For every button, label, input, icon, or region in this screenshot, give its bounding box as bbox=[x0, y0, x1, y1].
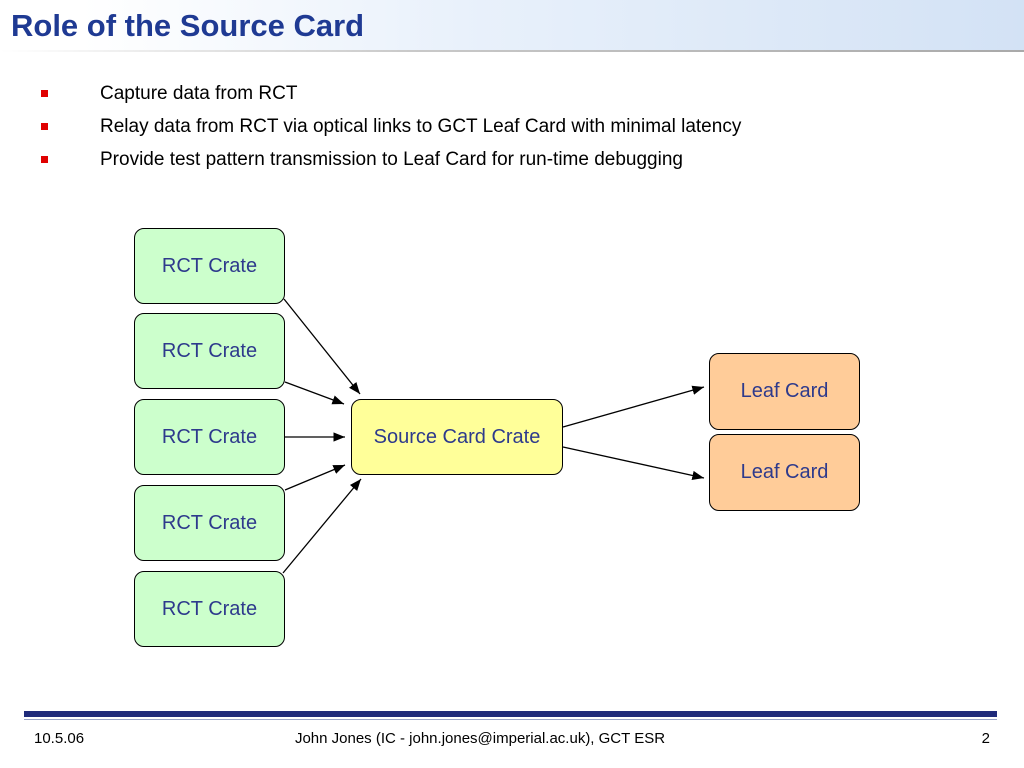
page-number: 2 bbox=[981, 730, 990, 747]
bullet-text: Capture data from RCT bbox=[100, 83, 298, 104]
leaf-card-node: Leaf Card bbox=[709, 353, 860, 430]
arrow-rct5-to-source bbox=[282, 478, 362, 574]
footer-divider-thin bbox=[24, 719, 997, 720]
bullet-text: Provide test pattern transmission to Lea… bbox=[100, 149, 683, 170]
arrow-rct4-to-source bbox=[284, 464, 346, 491]
square-bullet-icon bbox=[41, 123, 48, 130]
footer-author: John Jones (IC - john.jones@imperial.ac.… bbox=[294, 730, 666, 747]
rct-crate-label: RCT Crate bbox=[161, 597, 258, 620]
footer-divider bbox=[24, 711, 997, 717]
leaf-card-label: Leaf Card bbox=[740, 380, 829, 402]
rct-crate-node: RCT Crate bbox=[134, 485, 285, 561]
arrow-source-to-leaf1 bbox=[562, 385, 705, 428]
source-card-crate-node: Source Card Crate bbox=[351, 399, 563, 475]
arrow-rct2-to-source bbox=[284, 381, 345, 405]
rct-crate-node: RCT Crate bbox=[134, 313, 285, 389]
leaf-card-label: Leaf Card bbox=[740, 461, 829, 483]
title-band bbox=[0, 0, 1024, 52]
rct-crate-node: RCT Crate bbox=[134, 399, 285, 475]
square-bullet-icon bbox=[41, 156, 48, 163]
bullet-text: Relay data from RCT via optical links to… bbox=[100, 116, 742, 137]
rct-crate-label: RCT Crate bbox=[161, 254, 258, 277]
arrow-rct1-to-source bbox=[283, 298, 361, 395]
rct-crate-node: RCT Crate bbox=[134, 228, 285, 304]
leaf-card-node: Leaf Card bbox=[709, 434, 860, 511]
footer-date: 10.5.06 bbox=[34, 730, 85, 747]
title-divider bbox=[0, 50, 1024, 52]
rct-crate-node: RCT Crate bbox=[134, 571, 285, 647]
arrow-source-to-leaf2 bbox=[562, 446, 705, 481]
square-bullet-icon bbox=[41, 90, 48, 97]
rct-crate-label: RCT Crate bbox=[161, 511, 258, 534]
rct-crate-label: RCT Crate bbox=[161, 425, 258, 448]
rct-crate-label: RCT Crate bbox=[161, 339, 258, 362]
source-card-crate-label: Source Card Crate bbox=[373, 425, 541, 448]
slide-title: Role of the Source Card bbox=[11, 8, 365, 43]
